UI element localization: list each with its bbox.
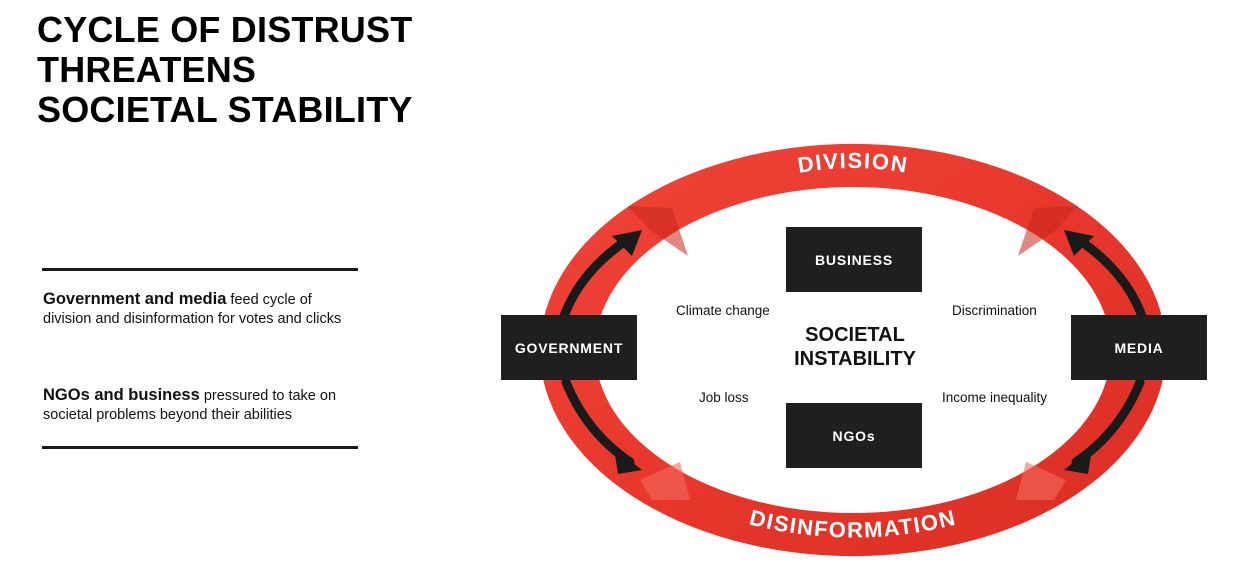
arrowhead-right-up — [1064, 230, 1094, 256]
box-media: MEDIA — [1071, 315, 1207, 380]
divider-top — [42, 268, 358, 271]
factor-income-inequality: Income inequality — [942, 390, 1048, 405]
arrowhead-left-down — [614, 448, 642, 474]
arrow-heads — [612, 230, 1094, 474]
paragraph-1-bold: Government and media — [43, 290, 227, 308]
box-government: GOVERNMENT — [501, 315, 637, 380]
box-ngos: NGOs — [786, 403, 922, 468]
center-label-line-2: INSTABILITY — [794, 348, 916, 370]
divider-bottom — [42, 446, 358, 449]
page-title: CYCLE OF DISTRUST THREATENS SOCIETAL STA… — [37, 10, 477, 130]
title-line-3: SOCIETAL STABILITY — [37, 89, 413, 130]
arrow-left-up — [557, 233, 635, 327]
paragraph-1-text: feed cycle of division and disinformatio… — [43, 292, 342, 327]
ring-segment-bottom-right — [1016, 462, 1066, 500]
center-label-line-1: SOCIETAL — [805, 324, 905, 346]
ring-segment-top-left — [628, 206, 688, 256]
ring-segment-top-right — [1018, 206, 1078, 256]
paragraph-2-text: pressured to take on societal problems b… — [43, 388, 337, 423]
title-line-2: THREATENS — [37, 49, 257, 90]
ring-label-division: DIVISION — [796, 148, 910, 178]
paragraph-government-media: Government and media feed cycle of divis… — [43, 290, 363, 329]
title-line-1: CYCLE OF DISTRUST — [37, 9, 413, 50]
center-label: SOCIETAL INSTABILITY — [760, 323, 950, 371]
arrowhead-left-up — [612, 230, 642, 256]
factor-discrimination: Discrimination — [952, 303, 1037, 318]
factor-job-loss: Job loss — [699, 390, 749, 405]
distrust-cycle-diagram: DIVISION DISINFORMATION — [539, 143, 1166, 557]
arrow-right-up — [1071, 233, 1149, 327]
ring-segment-bottom-left — [640, 462, 690, 500]
factor-climate-change: Climate change — [676, 303, 770, 318]
paragraph-ngos-business: NGOs and business pressured to take on s… — [43, 386, 363, 425]
arrowhead-right-down — [1064, 448, 1092, 474]
paragraph-2-bold: NGOs and business — [43, 386, 200, 404]
box-business: BUSINESS — [786, 227, 922, 292]
